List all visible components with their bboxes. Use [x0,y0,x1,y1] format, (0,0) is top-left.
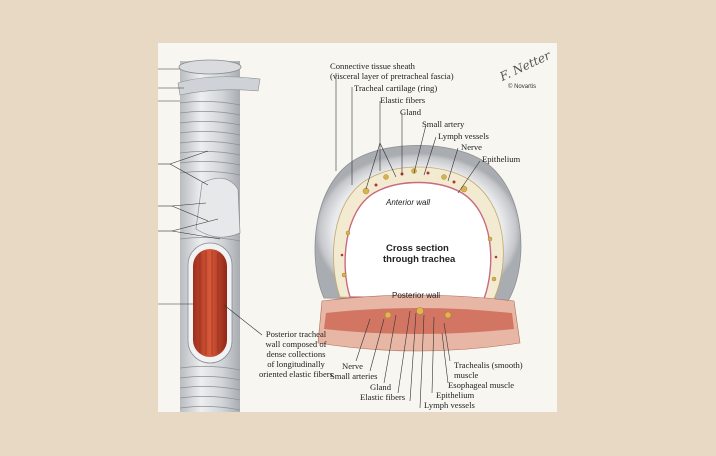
label-small-artery: Small artery [422,119,465,129]
label-trachealis: Trachealis (smooth) [454,360,523,370]
label-cross-section: Cross section [386,243,449,254]
label-epithelium-top: Epithelium [482,154,521,164]
label-tracheal-cartilage: Tracheal cartilage (ring) [354,83,438,93]
vessels [340,171,498,259]
label-nerve-bottom: Nerve [342,361,363,371]
label-esophageal-muscle: Esophageal muscle [448,380,515,390]
label-epithelium-bottom: Epithelium [436,390,475,400]
label-trachealis-muscle: muscle [454,370,479,380]
label-lymph-vessels-bottom: Lymph vessels [424,400,475,410]
glands [341,168,497,282]
label-lymph-vessels-top: Lymph vessels [438,131,489,141]
trachea-longitudinal [158,59,263,412]
label-nerve-top: Nerve [461,142,482,152]
label-gland-top: Gland [400,107,422,117]
label-small-arteries: Small arteries [330,371,378,381]
lumen-epithelium [344,181,492,300]
top-leader-lines [335,73,481,194]
label-posterior-tracheal-wall: Posterior tracheal wall composed of dens… [259,329,333,379]
trachea-illustration [158,59,522,412]
label-visceral-layer: (visceral layer of pretracheal fascia) [330,71,454,81]
bottom-leader-lines [355,310,451,409]
label-anterior-wall: Anterior wall [386,198,431,207]
left-leader-lines [158,68,263,336]
label-posterior-wall: Posterior wall [392,291,441,300]
posterior-wall-muscle [193,249,227,357]
trachea-cross-section [314,73,522,409]
fascia-flap [195,177,241,238]
illustration-plate: Connective tissue sheath (visceral layer… [158,43,557,412]
trachealis-muscle [324,308,514,334]
label-connective-tissue-sheath: Connective tissue sheath [330,61,415,71]
label-through-trachea: through trachea [383,254,456,265]
copyright-notice: © Novartis [508,84,537,90]
label-elastic-fibers-bottom: Elastic fibers [360,392,406,402]
label-gland-bottom: Gland [370,382,392,392]
label-elastic-fibers-top: Elastic fibers [380,95,426,105]
